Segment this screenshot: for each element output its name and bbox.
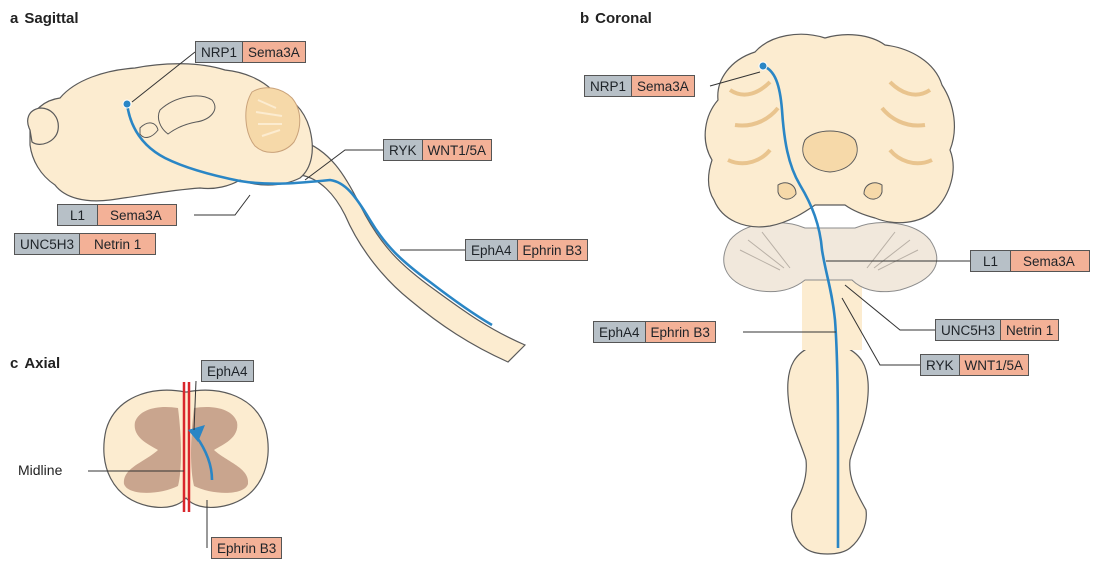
receptor-label: RYK <box>384 140 422 160</box>
receptor-label: L1 <box>971 251 1010 271</box>
label-c-ephrinb3: Ephrin B3 <box>211 537 282 559</box>
panel-a-name: Sagittal <box>24 10 78 27</box>
ligand-label: WNT1/5A <box>959 355 1029 375</box>
panel-c-letter: c <box>10 355 18 372</box>
receptor-label: UNC5H3 <box>936 320 1000 340</box>
ligand-label: Sema3A <box>242 42 305 62</box>
ligand-label: Sema3A <box>631 76 694 96</box>
receptor-label: NRP1 <box>196 42 242 62</box>
axial-spinal-cord <box>88 381 268 548</box>
axial-cord-outline <box>104 390 268 507</box>
coronal-neuron-soma <box>759 62 767 70</box>
panel-a-title: a Sagittal <box>10 10 79 27</box>
ligand-label: Ephrin B3 <box>645 322 715 342</box>
panel-b-name: Coronal <box>595 10 652 27</box>
receptor-label: RYK <box>921 355 959 375</box>
olfactory-bulb <box>28 108 59 144</box>
label-c-epha4: EphA4 <box>201 360 254 382</box>
coronal-brain <box>705 34 970 554</box>
ligand-label: Sema3A <box>1010 251 1089 271</box>
panel-c-name: Axial <box>24 355 60 372</box>
receptor-label: L1 <box>58 205 97 225</box>
ligand-label: WNT1/5A <box>422 140 492 160</box>
ligand-label: Netrin 1 <box>1000 320 1058 340</box>
receptor-label: EphA4 <box>594 322 645 342</box>
sagittal-cerebellum <box>246 88 300 153</box>
receptor-label: UNC5H3 <box>15 234 79 254</box>
panel-c-title: c Axial <box>10 355 60 372</box>
sagittal-neuron-soma <box>123 100 131 108</box>
ligand-label: Sema3A <box>97 205 176 225</box>
receptor-label: EphA4 <box>466 240 517 260</box>
panel-b-title: b Coronal <box>580 10 652 27</box>
ligand-label: Ephrin B3 <box>517 240 587 260</box>
label-c-midline: Midline <box>18 462 62 478</box>
panel-a-letter: a <box>10 10 18 27</box>
panel-b-letter: b <box>580 10 589 27</box>
ligand-label: Netrin 1 <box>79 234 155 254</box>
receptor-label: NRP1 <box>585 76 631 96</box>
coronal-deep-nuclei <box>803 131 857 172</box>
